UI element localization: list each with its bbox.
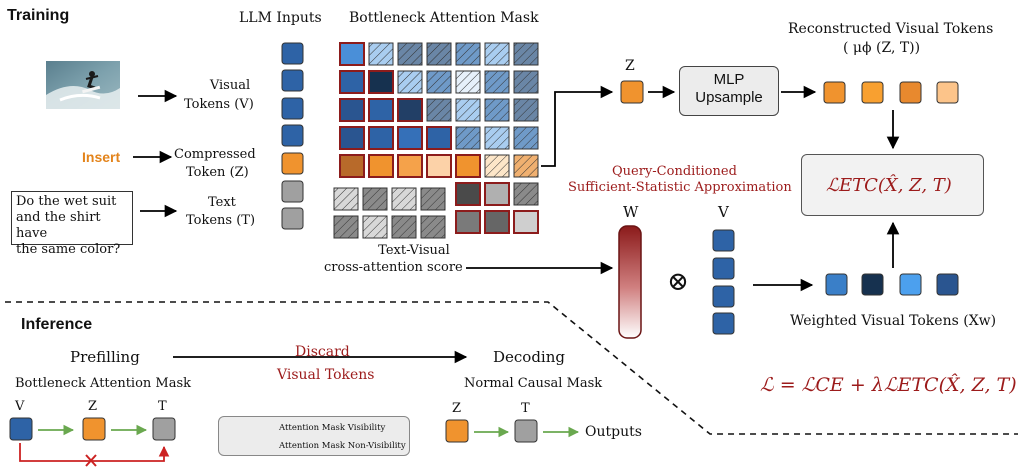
text-token xyxy=(281,180,304,203)
inf-v-label: V xyxy=(15,399,25,414)
inf-z-token xyxy=(82,417,106,441)
dec-t-token xyxy=(514,419,538,443)
otimes-icon: ⊗ xyxy=(667,267,689,297)
visual-tokens-label-2: Tokens (V) xyxy=(184,97,254,112)
discard-label-2: Visual Tokens xyxy=(277,367,375,383)
weighted-label: Weighted Visual Tokens (Xw) xyxy=(790,313,997,329)
question-box: Do the wet suit and the shirt have the s… xyxy=(11,191,133,257)
legend-non-visibility: Attention Mask Non-Visibility xyxy=(279,441,406,451)
visual-token xyxy=(281,69,304,92)
inf-v-token xyxy=(9,417,33,441)
cross-attention-label-1: Text-Visual xyxy=(378,243,450,258)
inf-z-label: Z xyxy=(88,399,98,414)
mlp-label-1: MLP xyxy=(713,71,745,88)
z-token xyxy=(620,80,644,104)
dec-t-label: T xyxy=(521,401,530,416)
etc-loss: ℒETC(X̂, Z, T) xyxy=(826,175,952,196)
text-token xyxy=(281,207,304,230)
normal-mask-label: Normal Causal Mask xyxy=(464,376,603,391)
llm-inputs-label: LLM Inputs xyxy=(239,10,322,26)
text-tokens-label-2: Tokens (T) xyxy=(186,213,256,228)
decoding-label: Decoding xyxy=(493,348,565,366)
blocked-cross-icon xyxy=(85,454,97,467)
surfer-image xyxy=(46,61,120,109)
inf-t-token xyxy=(152,417,176,441)
v-label: V xyxy=(718,203,729,221)
mlp-label-2: Upsample xyxy=(695,89,763,106)
dec-z-label: Z xyxy=(452,401,462,416)
compressed-token-label-1: Compressed xyxy=(174,147,256,162)
z-label: Z xyxy=(625,58,635,74)
inference-title: Inference xyxy=(21,316,93,333)
visual-token xyxy=(281,42,304,65)
reconstructed-tokens xyxy=(823,81,959,104)
w-weight-bar xyxy=(618,225,642,339)
qcssa-label-1: Query-Conditioned xyxy=(612,164,737,179)
reconstructed-formula: ( μϕ (Z, T)) xyxy=(843,40,921,56)
visual-token xyxy=(281,124,304,147)
dec-z-token xyxy=(445,419,469,443)
bam-label: Bottleneck Attention Mask xyxy=(349,10,539,26)
legend-box: Attention Mask Visibility Attention Mask… xyxy=(218,416,410,456)
visual-tokens-label-1: Visual xyxy=(209,78,251,93)
etc-loss-box: ℒETC(X̂, Z, T) xyxy=(801,154,984,216)
visual-token xyxy=(281,97,304,120)
reconstructed-label: Reconstructed Visual Tokens xyxy=(788,21,994,37)
v-tokens-column xyxy=(712,229,735,335)
discard-label-1: Discard xyxy=(295,344,350,360)
total-loss: ℒ = ℒCE + λℒETC(X̂, Z, T) xyxy=(760,374,1017,396)
legend-visibility: Attention Mask Visibility xyxy=(279,423,386,433)
weighted-visual-tokens xyxy=(825,273,959,296)
inf-t-label: T xyxy=(158,399,167,414)
question-line: the same color? xyxy=(16,242,121,257)
text-tokens-label-1: Text xyxy=(208,195,236,210)
insert-label: Insert xyxy=(82,149,121,165)
cross-attention-label-2: cross-attention score xyxy=(324,260,463,275)
question-line: and the shirt have xyxy=(16,210,101,241)
training-title: Training xyxy=(7,7,70,24)
arrow-compressed-to-z xyxy=(541,85,614,167)
w-label: W xyxy=(623,203,639,221)
compressed-token-label-2: Token (Z) xyxy=(186,165,249,180)
inf-bam-label: Bottleneck Attention Mask xyxy=(15,376,192,391)
llm-input-tokens xyxy=(281,42,304,230)
question-line: Do the wet suit xyxy=(16,194,117,209)
prefilling-label: Prefilling xyxy=(70,348,140,366)
qcssa-label-2: Sufficient-Statistic Approximation xyxy=(568,180,792,195)
outputs-label: Outputs xyxy=(585,424,642,440)
compressed-token xyxy=(281,152,304,175)
bottleneck-attention-mask-grid xyxy=(333,42,539,239)
mlp-upsample-box: MLP Upsample xyxy=(679,66,779,116)
section-separator xyxy=(5,301,1018,435)
